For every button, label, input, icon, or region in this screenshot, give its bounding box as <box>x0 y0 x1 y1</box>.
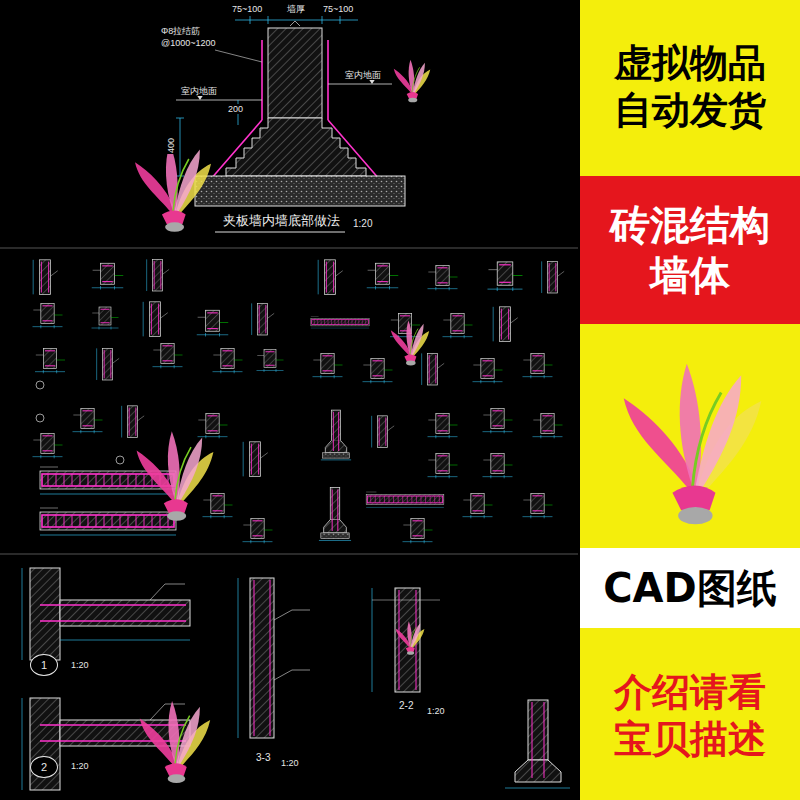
band-text: CAD图纸 <box>590 563 790 613</box>
callout-number: 2 <box>30 756 58 778</box>
promo-band: 虚拟物品 自动发货 <box>580 12 800 162</box>
floor-label: 室内地面 <box>344 70 382 80</box>
callout-text: 1 <box>41 660 47 671</box>
dimension-label: 墙厚 <box>286 4 306 14</box>
format-band: CAD图纸 <box>580 548 800 628</box>
dimension-label: 400 <box>166 137 176 154</box>
band-text: 虚拟物品 自动发货 <box>590 40 790 135</box>
rebar-note: @1000~1200 <box>160 38 216 48</box>
note-band: 介绍请看 宝贝描述 <box>580 640 800 792</box>
callout-number: 1 <box>30 654 58 676</box>
band-text: 介绍请看 宝贝描述 <box>590 669 790 764</box>
dimension-label: 200 <box>227 104 244 114</box>
scale-label: 1:20 <box>70 660 90 670</box>
callout-text: 2 <box>41 762 47 773</box>
dimension-label: 75~100 <box>231 4 263 14</box>
scale-label: 1:20 <box>352 218 373 230</box>
band-text: 砖混结构 墙体 <box>590 200 790 300</box>
section-label: 2-2 <box>398 700 414 712</box>
dimension-label: 75~100 <box>322 4 354 14</box>
scale-label: 1:20 <box>426 706 446 716</box>
scale-label: 1:20 <box>70 761 90 771</box>
title-band: 砖混结构 墙体 <box>580 176 800 324</box>
drawing-title: 夹板墙内墙底部做法 <box>222 214 341 229</box>
scale-label: 1:20 <box>280 758 300 768</box>
section-label: 3-3 <box>255 752 271 764</box>
floor-label: 室内地面 <box>180 86 218 96</box>
rebar-note: Φ8拉结筋 <box>160 26 201 36</box>
